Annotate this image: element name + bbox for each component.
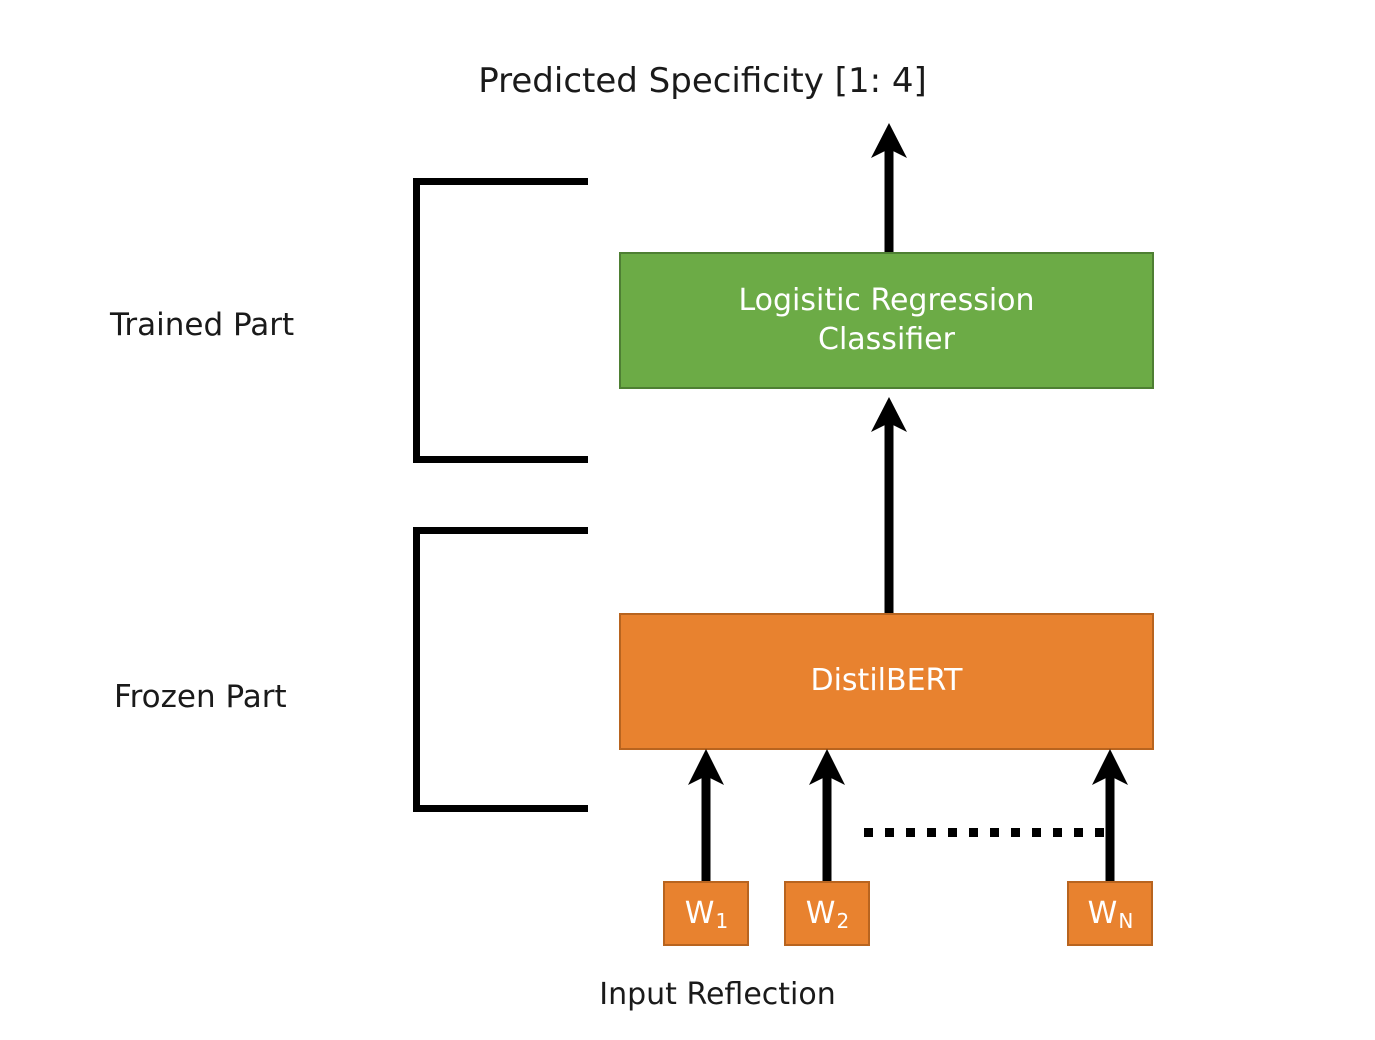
output-label-predicted-specificity: Predicted Specificity [1: 4] xyxy=(478,61,927,101)
token-wn-subscript: N xyxy=(1118,908,1134,933)
group-label-frozen-part: Frozen Part xyxy=(114,679,287,715)
arrow-classifier-to-output-icon xyxy=(871,123,907,258)
token-w2-subscript: 2 xyxy=(836,908,850,933)
ellipsis-dots-icon xyxy=(864,828,1104,837)
arrow-w1-to-distilbert-icon xyxy=(688,749,724,885)
token-w2-base: W xyxy=(805,896,836,931)
block-distilbert-label: DistilBERT xyxy=(810,663,963,699)
arrow-distilbert-to-classifier-icon xyxy=(871,397,907,617)
input-reflection-label: Input Reflection xyxy=(599,977,836,1012)
block-logistic-regression-classifier[interactable]: Logisitic Regression Classifier xyxy=(619,252,1154,389)
token-wn-base: W xyxy=(1087,896,1118,931)
block-classifier-line1: Logisitic Regression xyxy=(738,283,1035,319)
group-label-trained-part: Trained Part xyxy=(110,307,295,343)
token-w1-subscript: 1 xyxy=(715,908,729,933)
block-classifier-text: Logisitic Regression Classifier xyxy=(738,282,1034,359)
block-classifier-line2: Classifier xyxy=(818,321,955,357)
arrow-wn-to-distilbert-icon xyxy=(1092,749,1128,885)
arrow-w2-to-distilbert-icon xyxy=(809,749,845,885)
bracket-trained-part xyxy=(413,178,588,463)
token-w1-base: W xyxy=(684,896,715,931)
block-distilbert[interactable]: DistilBERT xyxy=(619,613,1154,750)
bracket-frozen-part xyxy=(413,527,588,812)
